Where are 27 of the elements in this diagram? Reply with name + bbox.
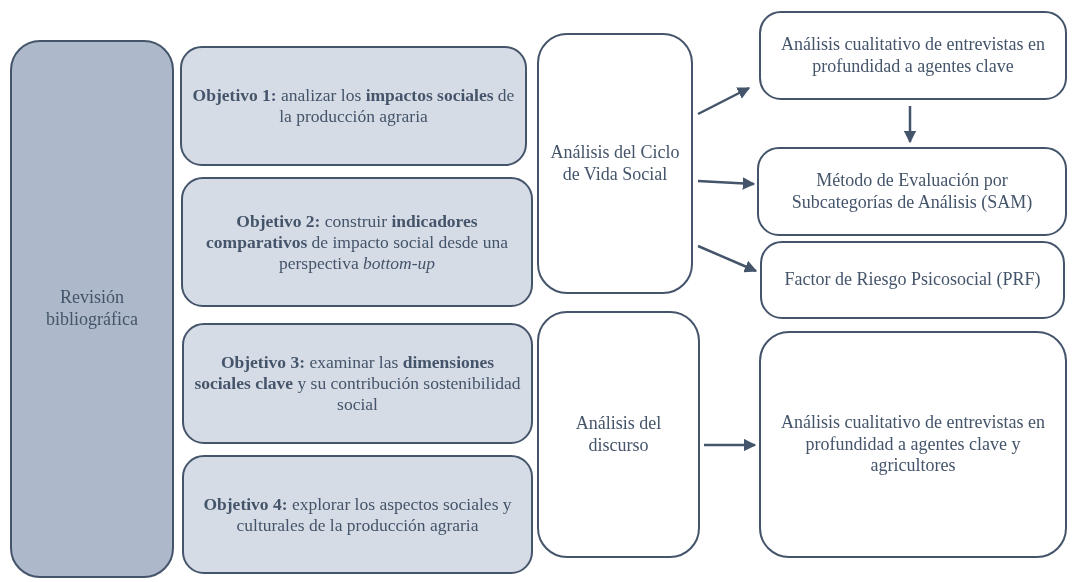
technique-box (759, 11, 1067, 100)
arrow (697, 86, 751, 116)
node-text: Objetivo 2: construir indicadores comparativos de impacto social desde una perspectiva bottom-up (205, 210, 509, 274)
method-box (537, 33, 693, 294)
node-text: Método de Evaluación por Subcategorías de Análisis (SAM) (790, 169, 1034, 214)
node-text: Análisis cualitativo de entrevistas en profundidad a agentes clave (780, 33, 1046, 78)
objective-box (182, 323, 533, 444)
objective-box (180, 46, 527, 166)
technique-box (757, 147, 1067, 236)
node-text: Revisión bibliográfica (45, 287, 139, 331)
node-text: Objetivo 1: analizar los impactos sociales de la producción agraria (191, 85, 516, 127)
node-text: Análisis del Ciclo de Vida Social (549, 141, 681, 186)
node-text: Análisis cualitativo de entrevistas en profundidad a agentes clave y agricultores (780, 412, 1046, 477)
arrow (903, 106, 917, 144)
node-text: Objetivo 4: explorar los aspectos sociales y culturales de la producción agraria (202, 493, 513, 536)
arrow (697, 177, 756, 190)
node-text: Análisis del discurso (574, 412, 663, 457)
sidebar-box (10, 40, 174, 578)
technique-box (760, 241, 1065, 319)
node-text: Factor de Riesgo Psicosocial (PRF) (784, 269, 1041, 291)
arrow (704, 438, 757, 452)
objective-box (181, 177, 533, 307)
method-box (537, 311, 700, 558)
arrow (697, 244, 758, 273)
objective-box (182, 455, 533, 574)
technique-box (759, 331, 1067, 558)
node-text: Objetivo 3: examinar las dimensiones sociales clave y su contribución sostenibilidad social (193, 352, 522, 415)
